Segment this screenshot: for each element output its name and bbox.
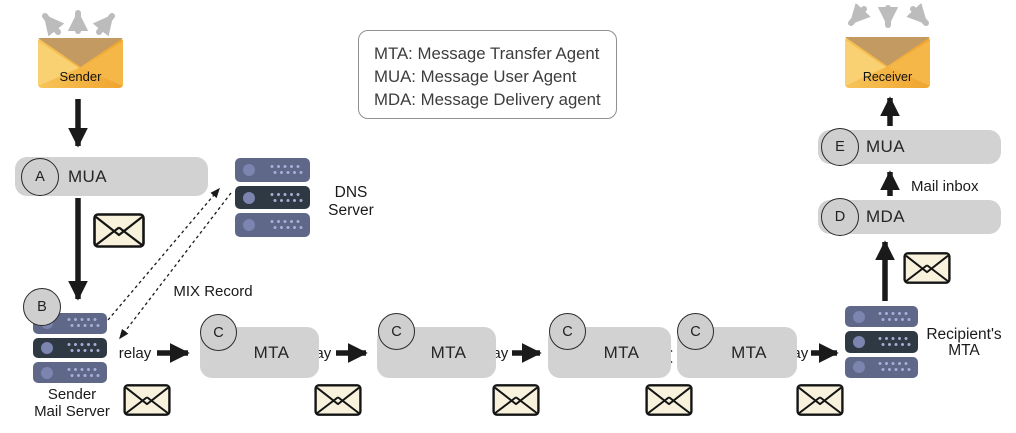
- mail-icon-4: [491, 384, 541, 421]
- receiver-label: Receiver: [862, 70, 913, 84]
- mail-icon-2: [122, 384, 172, 421]
- mail-icon-1: [93, 213, 145, 253]
- sender-label: Sender: [59, 69, 102, 84]
- badge-c-1: C: [200, 314, 237, 351]
- sender-mail-server-label: Sender Mail Server: [34, 386, 110, 420]
- recipient-mta-server-icon: [845, 306, 918, 378]
- badge-a: A: [21, 158, 59, 196]
- sender-envelope-icon: Sender: [38, 38, 123, 88]
- node-mua-sender-label: MUA: [68, 166, 107, 186]
- dashed-arrow-query-to-dns: [107, 187, 220, 321]
- relay-label-1: relay: [118, 345, 152, 362]
- badge-e: E: [821, 128, 859, 166]
- receiver-broadcast-arrows-icon: [848, 2, 929, 28]
- legend-line-mta: MTA: Message Transfer Agent: [374, 44, 600, 63]
- badge-c-2: C: [378, 313, 415, 350]
- badge-b: B: [23, 288, 61, 326]
- badge-c-3: C: [549, 313, 586, 350]
- sender-broadcast-arrows-icon: [42, 10, 115, 37]
- mail-icon-6: [795, 384, 845, 421]
- recipient-mta-label: Recipient's MTA: [926, 326, 1002, 359]
- legend-box: MTA: Message Transfer Agent MUA: Message…: [358, 30, 617, 119]
- legend-line-mua: MUA: Message User Agent: [374, 67, 577, 86]
- mix-record-label: MIX Record: [173, 283, 253, 300]
- dns-server-icon: [235, 158, 310, 238]
- mail-icon-3: [313, 384, 363, 421]
- dns-server-label: DNS Server: [328, 184, 374, 219]
- mail-icon-7: [902, 252, 952, 289]
- node-mta-1: MTA: [200, 327, 319, 378]
- badge-d: D: [821, 198, 859, 236]
- mail-inbox-label: Mail inbox: [911, 178, 979, 195]
- badge-c-4: C: [677, 313, 714, 350]
- sender-mail-server-icon: [33, 313, 107, 384]
- mail-icon-5: [644, 384, 694, 421]
- receiver-envelope-icon: Receiver: [845, 37, 930, 88]
- legend-line-mda: MDA: Message Delivery agent: [374, 90, 601, 109]
